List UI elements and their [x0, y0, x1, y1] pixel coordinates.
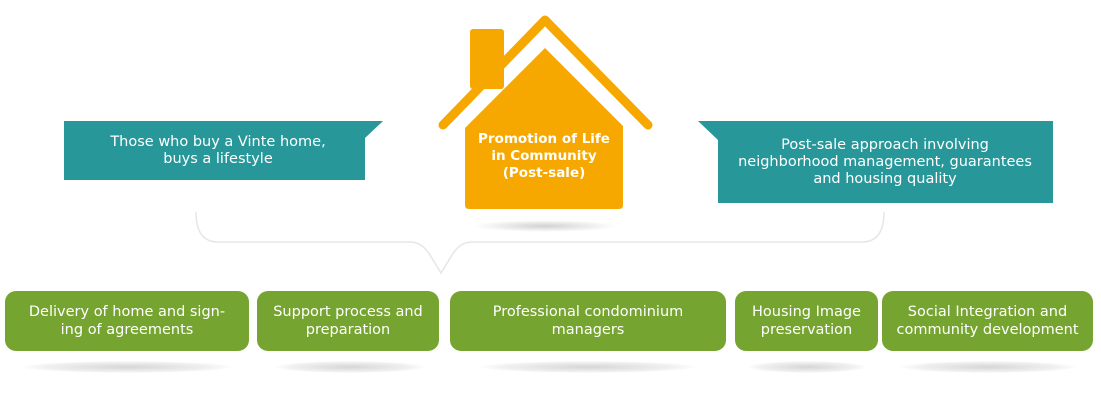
right-banner: Post-sale approach involving neighborhoo…: [712, 121, 1058, 203]
house-label-line1: Promotion of Life: [478, 131, 610, 147]
left-banner-shape: [64, 121, 383, 180]
item-line2: preservation: [760, 322, 853, 338]
item-line1: Housing Image: [752, 304, 861, 320]
item-shadow: [480, 361, 696, 373]
item-box-condominium: Professional condominium managers: [450, 291, 726, 351]
right-banner-shape: [698, 121, 1053, 203]
left-banner-line1: Those who buy a Vinte home,: [110, 133, 326, 150]
item-box-delivery: Delivery of home and sign- ing of agreem…: [5, 291, 249, 351]
item-shadow: [22, 361, 232, 373]
left-banner: Those who buy a Vinte home, buys a lifes…: [64, 121, 372, 180]
item-box-housing-image: Housing Image preservation: [735, 291, 878, 351]
item-shadow: [275, 361, 425, 373]
right-banner-line2: neighborhood management, guarantees: [738, 153, 1032, 170]
left-banner-line2: buys a lifestyle: [163, 150, 273, 167]
item-line1: Delivery of home and sign-: [28, 304, 226, 320]
item-line1: Support process and: [273, 304, 423, 320]
house-shadow: [473, 220, 617, 232]
item-shadow: [900, 361, 1076, 373]
bracket-line: [195, 211, 885, 275]
house-label-line3: (Post-sale): [502, 165, 586, 181]
item-line1: Social Integration and: [907, 304, 1068, 320]
right-banner-line1: Post-sale approach involving: [781, 136, 989, 153]
item-shadow: [748, 361, 866, 373]
item-box-social-integration: Social Integration and community develop…: [882, 291, 1093, 351]
item-line2: community development: [896, 322, 1079, 338]
item-line2: ing of agreements: [60, 322, 194, 338]
house-icon: [438, 15, 653, 209]
item-line2: preparation: [305, 322, 391, 338]
item-line2: managers: [551, 322, 625, 338]
house-label: Promotion of Life in Community (Post-sal…: [465, 131, 623, 182]
item-line1: Professional condominium: [492, 304, 684, 320]
right-banner-line3: and housing quality: [813, 170, 957, 187]
item-box-support: Support process and preparation: [257, 291, 439, 351]
house-label-line2: in Community: [491, 148, 597, 164]
